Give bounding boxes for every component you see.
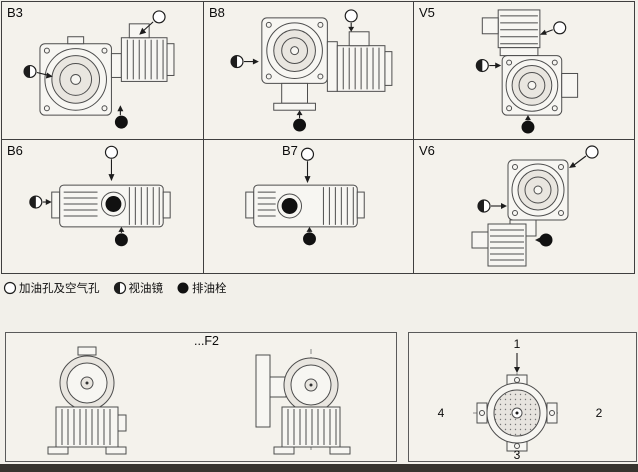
motor [322, 187, 365, 225]
drain-plug-icon [114, 105, 128, 129]
gearbox-drawing-v6 [471, 145, 599, 267]
gearbox-rear-view [47, 346, 127, 455]
worm-gearbox [501, 55, 579, 116]
open-circle-icon [3, 281, 17, 295]
flange-variant-label: ...F2 [194, 334, 220, 348]
legend-label: 排油栓 [192, 283, 227, 295]
panel-label: B8 [209, 5, 225, 20]
worm-gearbox [261, 17, 328, 111]
drain-plug-icon [303, 226, 316, 246]
worm-gearbox [245, 184, 358, 228]
fill-air-plug-icon [344, 9, 358, 32]
output-views-box: ...F2 [5, 332, 397, 462]
sight-glass-icon [29, 195, 52, 209]
gearbox-drawing-b6 [29, 145, 171, 247]
panel-label: B3 [7, 5, 23, 20]
position-label-3: 3 [513, 448, 521, 462]
legend-item-drain: 排油栓 [176, 280, 227, 296]
motor [110, 23, 175, 82]
flange-face [486, 382, 548, 444]
fill-air-plug-icon [539, 21, 567, 35]
drain-plug-icon [293, 110, 307, 132]
fill-air-plug-icon [104, 145, 119, 182]
gearbox-f2-flange-view [255, 349, 351, 455]
motor [481, 9, 541, 57]
half-filled-circle-icon [113, 281, 126, 295]
legend-item-sight-glass: 视油镜 [113, 280, 164, 296]
worm-gearbox [51, 184, 164, 228]
panel-label: B6 [7, 143, 23, 158]
sight-glass-icon [475, 58, 502, 73]
sight-glass-icon [477, 199, 507, 213]
sight-glass-icon [230, 55, 259, 69]
panel-b3: B3 [2, 2, 204, 140]
symbol-legend: 加油孔及空气孔 视油镜 排油栓 [3, 280, 240, 296]
gearbox-drawing-v5 [475, 9, 579, 134]
fill-air-plug-icon [300, 147, 315, 184]
flange-position-drawing [473, 353, 561, 455]
filled-circle-icon [177, 282, 189, 294]
panel-label: B7 [282, 143, 298, 158]
drain-plug-icon [114, 226, 128, 247]
legend-label: 加油孔及空气孔 [19, 283, 100, 295]
output-side-drawings [47, 346, 351, 455]
sight-glass-icon [23, 64, 53, 79]
drain-plug-icon [535, 233, 553, 247]
motor [326, 31, 393, 92]
gearbox-drawing-b3 [23, 10, 175, 129]
panel-label: V6 [419, 143, 435, 158]
mounting-positions-grid: B3 [1, 1, 635, 274]
position-1-arrow [514, 353, 520, 373]
worm-gearbox [39, 36, 112, 116]
panel-v5: V5 [414, 2, 634, 140]
legend-label: 视油镜 [128, 283, 164, 295]
motor [128, 187, 171, 225]
legend-item-fill-air: 加油孔及空气孔 [3, 280, 100, 296]
panel-b7: B7 [204, 140, 414, 273]
flange-positions-box: 1 2 3 4 [408, 332, 637, 462]
panel-b6: B6 [2, 140, 204, 273]
motor [471, 223, 527, 267]
fill-air-plug-icon [569, 145, 599, 168]
position-label-4: 4 [437, 406, 445, 420]
fill-air-plug-icon [139, 10, 166, 35]
panel-v6: V6 [414, 140, 634, 273]
gearbox-drawing-b8 [230, 9, 393, 132]
position-label-1: 1 [513, 337, 521, 351]
gearbox-drawing-b7 [245, 147, 365, 246]
panel-label: V5 [419, 5, 435, 20]
page-bottom-edge [0, 464, 638, 472]
panel-b8: B8 [204, 2, 414, 140]
position-label-2: 2 [595, 406, 603, 420]
drain-plug-icon [521, 115, 535, 134]
